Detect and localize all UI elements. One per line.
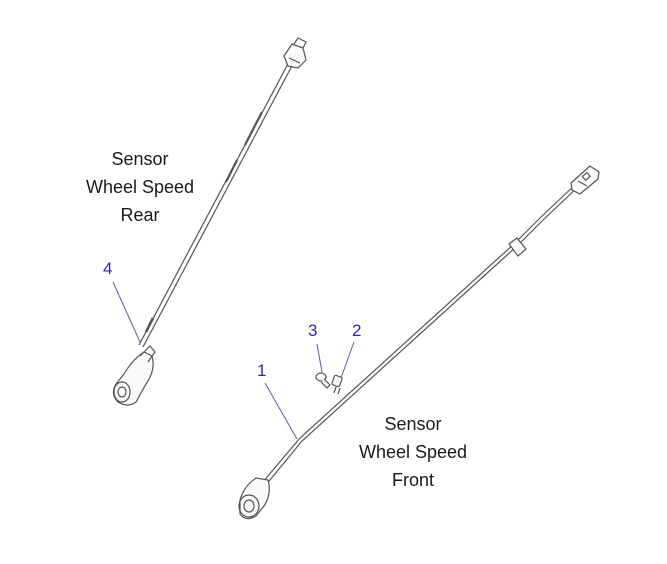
rear-label-line2: Wheel Speed [85, 177, 195, 197]
leader-lines [112, 281, 355, 440]
callout-3: 3 [308, 321, 318, 340]
screw-part-3[interactable] [315, 372, 331, 389]
front-label-line2: Wheel Speed [358, 442, 468, 462]
rear-sensor-label: Sensor Wheel Speed Rear [72, 145, 208, 229]
leader-line-2 [340, 341, 355, 379]
leader-line-1 [264, 382, 298, 440]
leader-line-4 [112, 281, 141, 343]
front-label-line1: Sensor [384, 414, 442, 434]
front-sensor-label: Sensor Wheel Speed Front [345, 410, 481, 494]
callout-1: 1 [257, 361, 267, 380]
callout-2: 2 [352, 321, 362, 340]
callout-4: 4 [103, 259, 113, 278]
rear-label-line3: Rear [120, 205, 160, 225]
rear-label-line1: Sensor [111, 149, 169, 169]
front-label-line3: Front [391, 470, 434, 490]
rear-wheel-speed-sensor[interactable] [112, 37, 307, 406]
bolt-part-2[interactable] [331, 374, 343, 395]
leader-line-3 [316, 343, 323, 373]
front-wheel-speed-sensor[interactable] [238, 165, 600, 520]
